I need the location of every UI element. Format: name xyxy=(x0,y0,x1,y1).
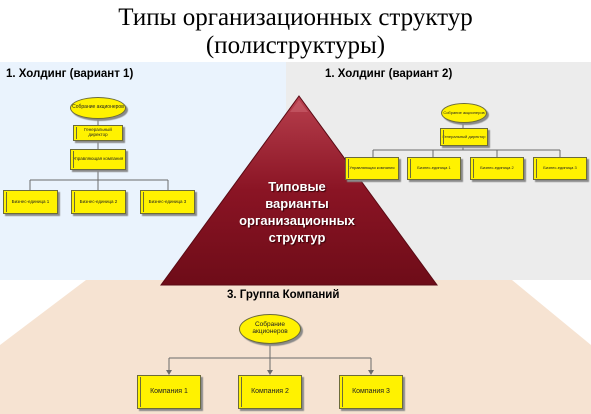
holding1-label: 1. Холдинг (вариант 1) xyxy=(6,68,134,80)
holding1-director-node: Генеральный директор xyxy=(73,125,123,141)
holding1-management-node: Управляющая компания xyxy=(70,149,126,170)
holding2-label: 1. Холдинг (вариант 2) xyxy=(325,68,453,80)
holding1-shareholders-node: Собрание акционеров xyxy=(70,97,126,119)
center-text: Типовые варианты организационных структу… xyxy=(239,179,355,245)
holding1-connectors xyxy=(29,118,169,190)
group-company-2: Компания 2 xyxy=(238,375,302,409)
group-shareholders-node: Собрание акционеров xyxy=(239,314,301,344)
holding1-unit-2: Бизнес-единица 2 xyxy=(71,190,126,214)
group-label: 3. Группа Компаний xyxy=(227,289,340,301)
holding2-shareholders-node: Собрание акционеров xyxy=(441,103,487,123)
holding2-unit-2: Бизнес-единица 1 xyxy=(407,157,461,180)
holding2-connectors xyxy=(372,122,561,157)
page-subtitle: (полиструктуры) xyxy=(205,32,386,59)
center-triangle xyxy=(160,95,438,286)
group-company-1: Компания 1 xyxy=(137,375,201,409)
holding2-unit-3: Бизнес-единица 2 xyxy=(470,157,524,180)
holding2-unit-4: Бизнес-единица 3 xyxy=(533,157,587,180)
holding2-director-node: Генеральный директор xyxy=(440,128,488,146)
group-company-3: Компания 3 xyxy=(339,375,403,409)
holding1-unit-3: Бизнес-единица 3 xyxy=(140,190,195,214)
holding1-unit-1: Бизнес-единица 1 xyxy=(3,190,58,214)
page-title: Типы организационных структур xyxy=(118,4,473,31)
group-arrowheads xyxy=(166,370,374,375)
holding2-unit-1: Управляющая компания xyxy=(345,157,399,180)
center-triangle-highlight xyxy=(290,100,308,112)
